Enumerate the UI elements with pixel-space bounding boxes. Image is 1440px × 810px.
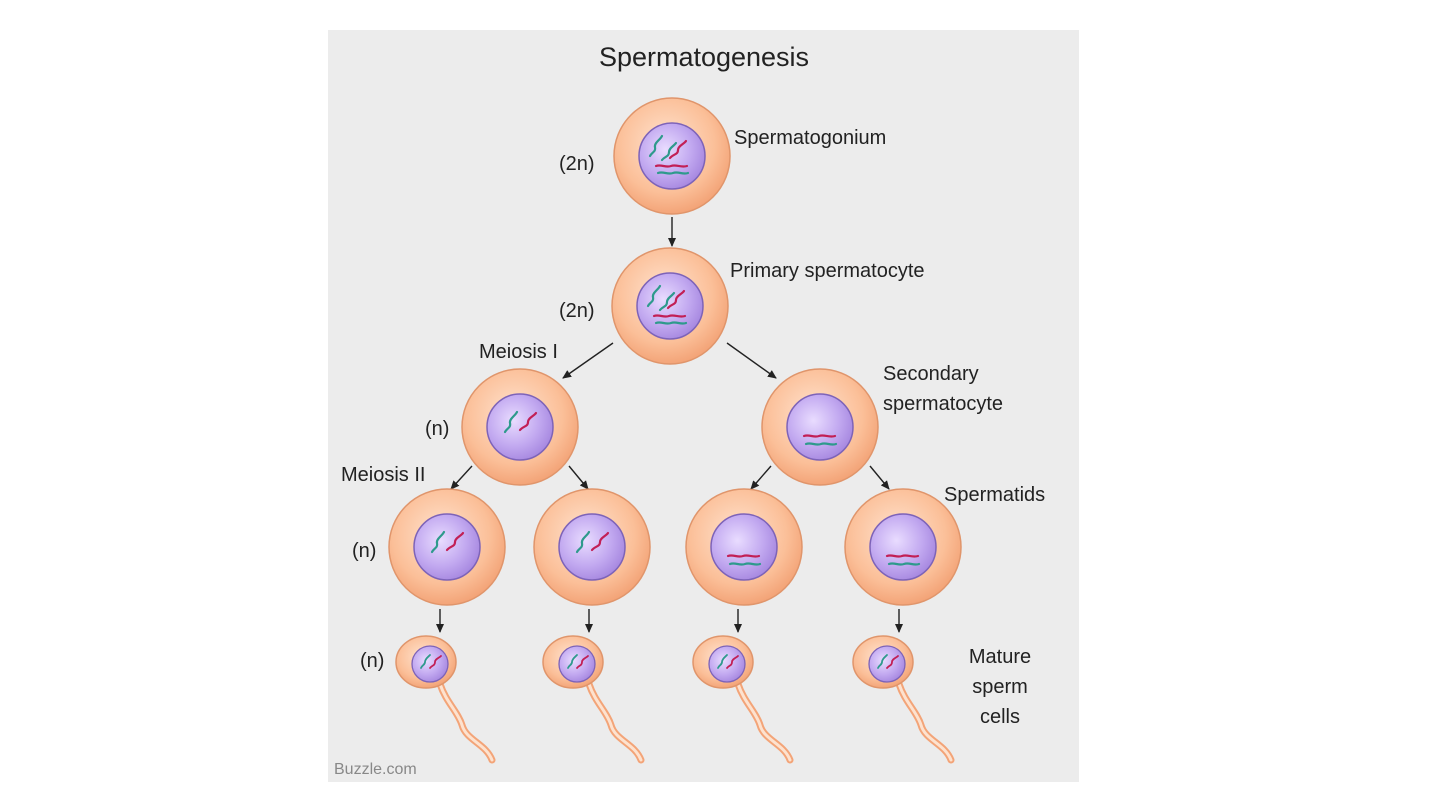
label-secondary-spermatocyte-1: Secondary [883, 363, 979, 385]
sperm-nucleus [558, 645, 596, 683]
sperm-cell [852, 635, 955, 764]
sperm-cell [542, 635, 645, 764]
chromosome-icon [567, 654, 578, 669]
arrow-meiosis2-1 [450, 465, 473, 490]
sperm-cell [692, 635, 794, 764]
spermatid-nucleus [558, 513, 626, 581]
secondary-spermatocyte-cell [761, 368, 879, 486]
ploidy-sperm: (n) [360, 650, 384, 672]
spermatid-cell [533, 488, 651, 606]
arrow-meiosis2-3 [750, 465, 772, 490]
sperm-nucleus [411, 645, 449, 683]
diagram-title: Spermatogenesis [599, 42, 809, 72]
spermatid-cell [844, 488, 962, 606]
arrow-meiosis1-right [726, 342, 777, 379]
sperm-cell [395, 635, 496, 764]
spermatid-nucleus [413, 513, 481, 581]
credit-watermark: Buzzle.com [334, 761, 417, 778]
chromosome-icon [717, 654, 728, 669]
ploidy-secondary: (n) [425, 418, 449, 440]
arrow-meiosis2-4 [869, 465, 890, 490]
chromosomes-icon [885, 554, 921, 566]
arrow-meiosis1-left [562, 342, 614, 379]
label-primary-spermatocyte: Primary spermatocyte [730, 260, 925, 282]
spermatid-nucleus [869, 513, 937, 581]
primary-spermatocyte-cell [611, 247, 729, 365]
chromosomes-icon [648, 134, 690, 175]
label-meiosis-2: Meiosis II [341, 464, 425, 486]
ploidy-spermatogonium: (2n) [559, 153, 595, 175]
spermatid-cell [388, 488, 506, 606]
secondary-spermatocyte-cell [461, 368, 579, 486]
chromosomes-icon [646, 284, 688, 325]
chromosome-icon [429, 655, 442, 669]
label-secondary-spermatocyte-2: spermatocyte [883, 393, 1003, 415]
ploidy-primary: (2n) [559, 300, 595, 322]
spermatogonium-cell [613, 97, 731, 215]
label-mature-1: Mature [969, 646, 1031, 668]
chromosomes-icon [726, 554, 762, 566]
secondary-spermatocyte-nucleus [786, 393, 854, 461]
ploidy-spermatid: (n) [352, 540, 376, 562]
chromosome-icon [576, 655, 589, 669]
label-spermatids: Spermatids [944, 484, 1045, 506]
chromosomes-icon [575, 530, 610, 554]
spermatid-cell [685, 488, 803, 606]
spermatid-nucleus [710, 513, 778, 581]
sperm-nucleus [708, 645, 746, 683]
chromosome-icon [886, 655, 899, 669]
chromosomes-icon [802, 434, 838, 446]
label-mature-2: sperm [972, 676, 1028, 698]
chromosomes-icon [430, 530, 465, 554]
chromosome-icon [726, 655, 739, 669]
sperm-nucleus [868, 645, 906, 683]
label-spermatogonium: Spermatogonium [734, 127, 886, 149]
label-meiosis-1: Meiosis I [479, 341, 558, 363]
label-mature-3: cells [980, 706, 1020, 728]
secondary-spermatocyte-nucleus [486, 393, 554, 461]
chromosome-icon [877, 654, 888, 669]
arrow-meiosis2-2 [568, 465, 589, 490]
chromosomes-icon [503, 410, 538, 434]
chromosome-icon [420, 654, 431, 669]
